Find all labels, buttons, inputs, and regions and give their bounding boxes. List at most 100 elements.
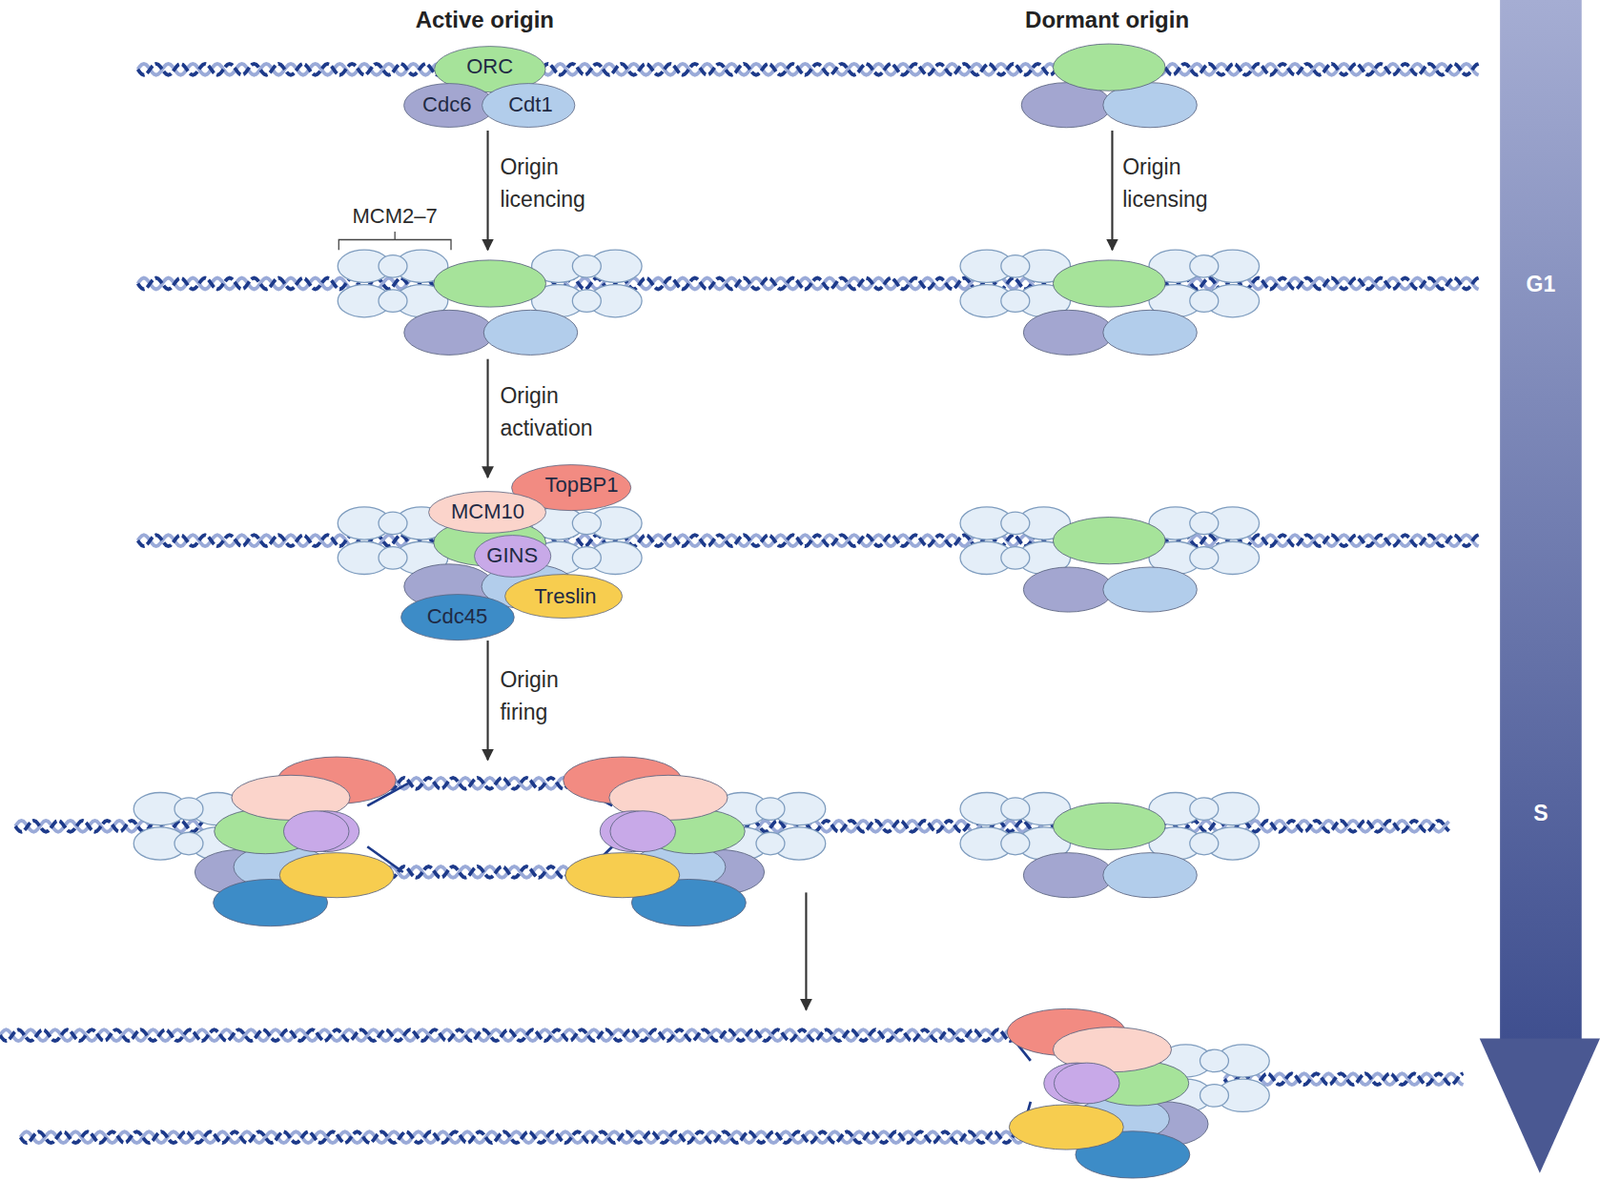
protein-name: Cdc6 [422, 94, 472, 116]
mcm-lobe [1189, 289, 1219, 313]
mcm-lobe [1200, 1085, 1230, 1108]
mcm-lobe [1001, 798, 1030, 821]
protein-ellipse: Cdc6 [403, 82, 495, 128]
gins-blob [1053, 1063, 1119, 1105]
orc-blob [1052, 260, 1166, 308]
mcm-hexamer [532, 507, 643, 575]
time-band [1499, 0, 1582, 1042]
protein-name: MCM10 [451, 501, 525, 523]
orc-blob [1052, 802, 1166, 850]
dna-strand [137, 534, 1478, 547]
mcm-lobe [572, 255, 601, 279]
cdt1-blob [483, 309, 577, 355]
ellipse-shape [473, 534, 551, 577]
protein-ellipse: MCM10 [428, 491, 547, 534]
orc-blob [1052, 43, 1166, 91]
step-arrow [486, 640, 489, 760]
protein-name: Treslin [533, 586, 596, 608]
ellipse-shape [504, 574, 622, 619]
protein-name: Cdc45 [427, 606, 489, 628]
phase-label: S [1533, 797, 1548, 830]
cdc6-blob [1023, 853, 1113, 899]
mcm-hexamer [532, 249, 643, 318]
time-arrowhead [1479, 1038, 1600, 1173]
mcm-hexamer [337, 249, 449, 318]
cdc6-blob [1023, 567, 1113, 613]
mcm-lobe [572, 289, 601, 313]
treslin-blob [279, 853, 394, 899]
mcm-lobe [1001, 547, 1030, 571]
mcm-lobe [572, 512, 601, 535]
mcm-lobe [1001, 289, 1030, 313]
protein-ellipse: GINS [473, 534, 552, 578]
dna-strand [137, 63, 1478, 76]
gins-blob [610, 811, 676, 853]
orc-blob [433, 260, 547, 308]
mcm-lobe [1189, 547, 1219, 571]
protein-name: TopBP1 [544, 474, 618, 496]
cdc6-blob [1023, 309, 1113, 355]
mcm-lobe [1200, 1049, 1230, 1073]
protein-name: ORC [466, 56, 513, 78]
dna-strand [20, 1131, 1030, 1144]
ellipse-shape [400, 594, 514, 640]
mcm-lobe [378, 547, 408, 571]
mcm-lobe [174, 832, 204, 856]
protein-ellipse: Cdt1 [481, 82, 575, 128]
dna-helix [137, 534, 1478, 547]
dna-strand [137, 278, 1478, 290]
treslin-blob [1008, 1105, 1124, 1150]
mcm-lobe [378, 289, 408, 313]
ellipse-shape [482, 82, 575, 127]
mcm-lobe [756, 798, 785, 821]
mcm-lobe [1001, 512, 1030, 535]
dna-strand [137, 534, 1478, 547]
mcm-lobe [1189, 512, 1219, 535]
cdt1-blob [1103, 309, 1197, 355]
protein-ellipse: Treslin [504, 574, 623, 619]
protein-name: GINS [486, 545, 538, 567]
cdt1-blob [1103, 853, 1197, 899]
ellipse-shape [429, 491, 547, 534]
mcm-lobe [1189, 832, 1219, 856]
cdc6-blob [404, 309, 494, 355]
step-label: Origin licencing [499, 150, 586, 216]
mcm-lobe [378, 255, 408, 279]
step-arrow [1110, 130, 1113, 250]
step-label: Origin activation [499, 379, 593, 445]
bracket [338, 231, 452, 250]
step-arrow [486, 130, 489, 250]
treslin-blob [565, 853, 680, 899]
dna-strand [0, 1029, 1021, 1042]
cdt1-blob [1103, 567, 1197, 613]
dna-helix [0, 1029, 1021, 1042]
protein-ellipse: Cdc45 [400, 594, 515, 641]
mcm-lobe [1001, 255, 1030, 279]
complex-label: MCM2–7 [352, 200, 438, 233]
mcm-lobe [756, 832, 785, 856]
dna-strand [20, 1131, 1030, 1144]
dna-helix [137, 63, 1478, 76]
column-heading: Active origin [415, 3, 554, 37]
column-heading: Dormant origin [1025, 3, 1190, 37]
mcm-lobe [1001, 832, 1030, 856]
dna-strand [137, 278, 1478, 290]
dna-helix [137, 278, 1478, 290]
mcm-lobe [572, 547, 601, 571]
step-label: Origin licensing [1122, 150, 1209, 216]
step-arrow [804, 892, 807, 1010]
dna-helix [20, 1131, 1030, 1144]
step-arrow [486, 359, 489, 478]
mcm-lobe [1189, 255, 1219, 279]
ellipse-shape [403, 82, 494, 127]
mcm-lobe [1189, 798, 1219, 821]
mcm-lobe [378, 512, 408, 535]
gins-blob [284, 811, 349, 853]
phase-label: G1 [1526, 267, 1557, 301]
mcm-lobe [174, 798, 204, 821]
dna-strand [137, 63, 1478, 76]
step-label: Origin firing [499, 663, 558, 729]
